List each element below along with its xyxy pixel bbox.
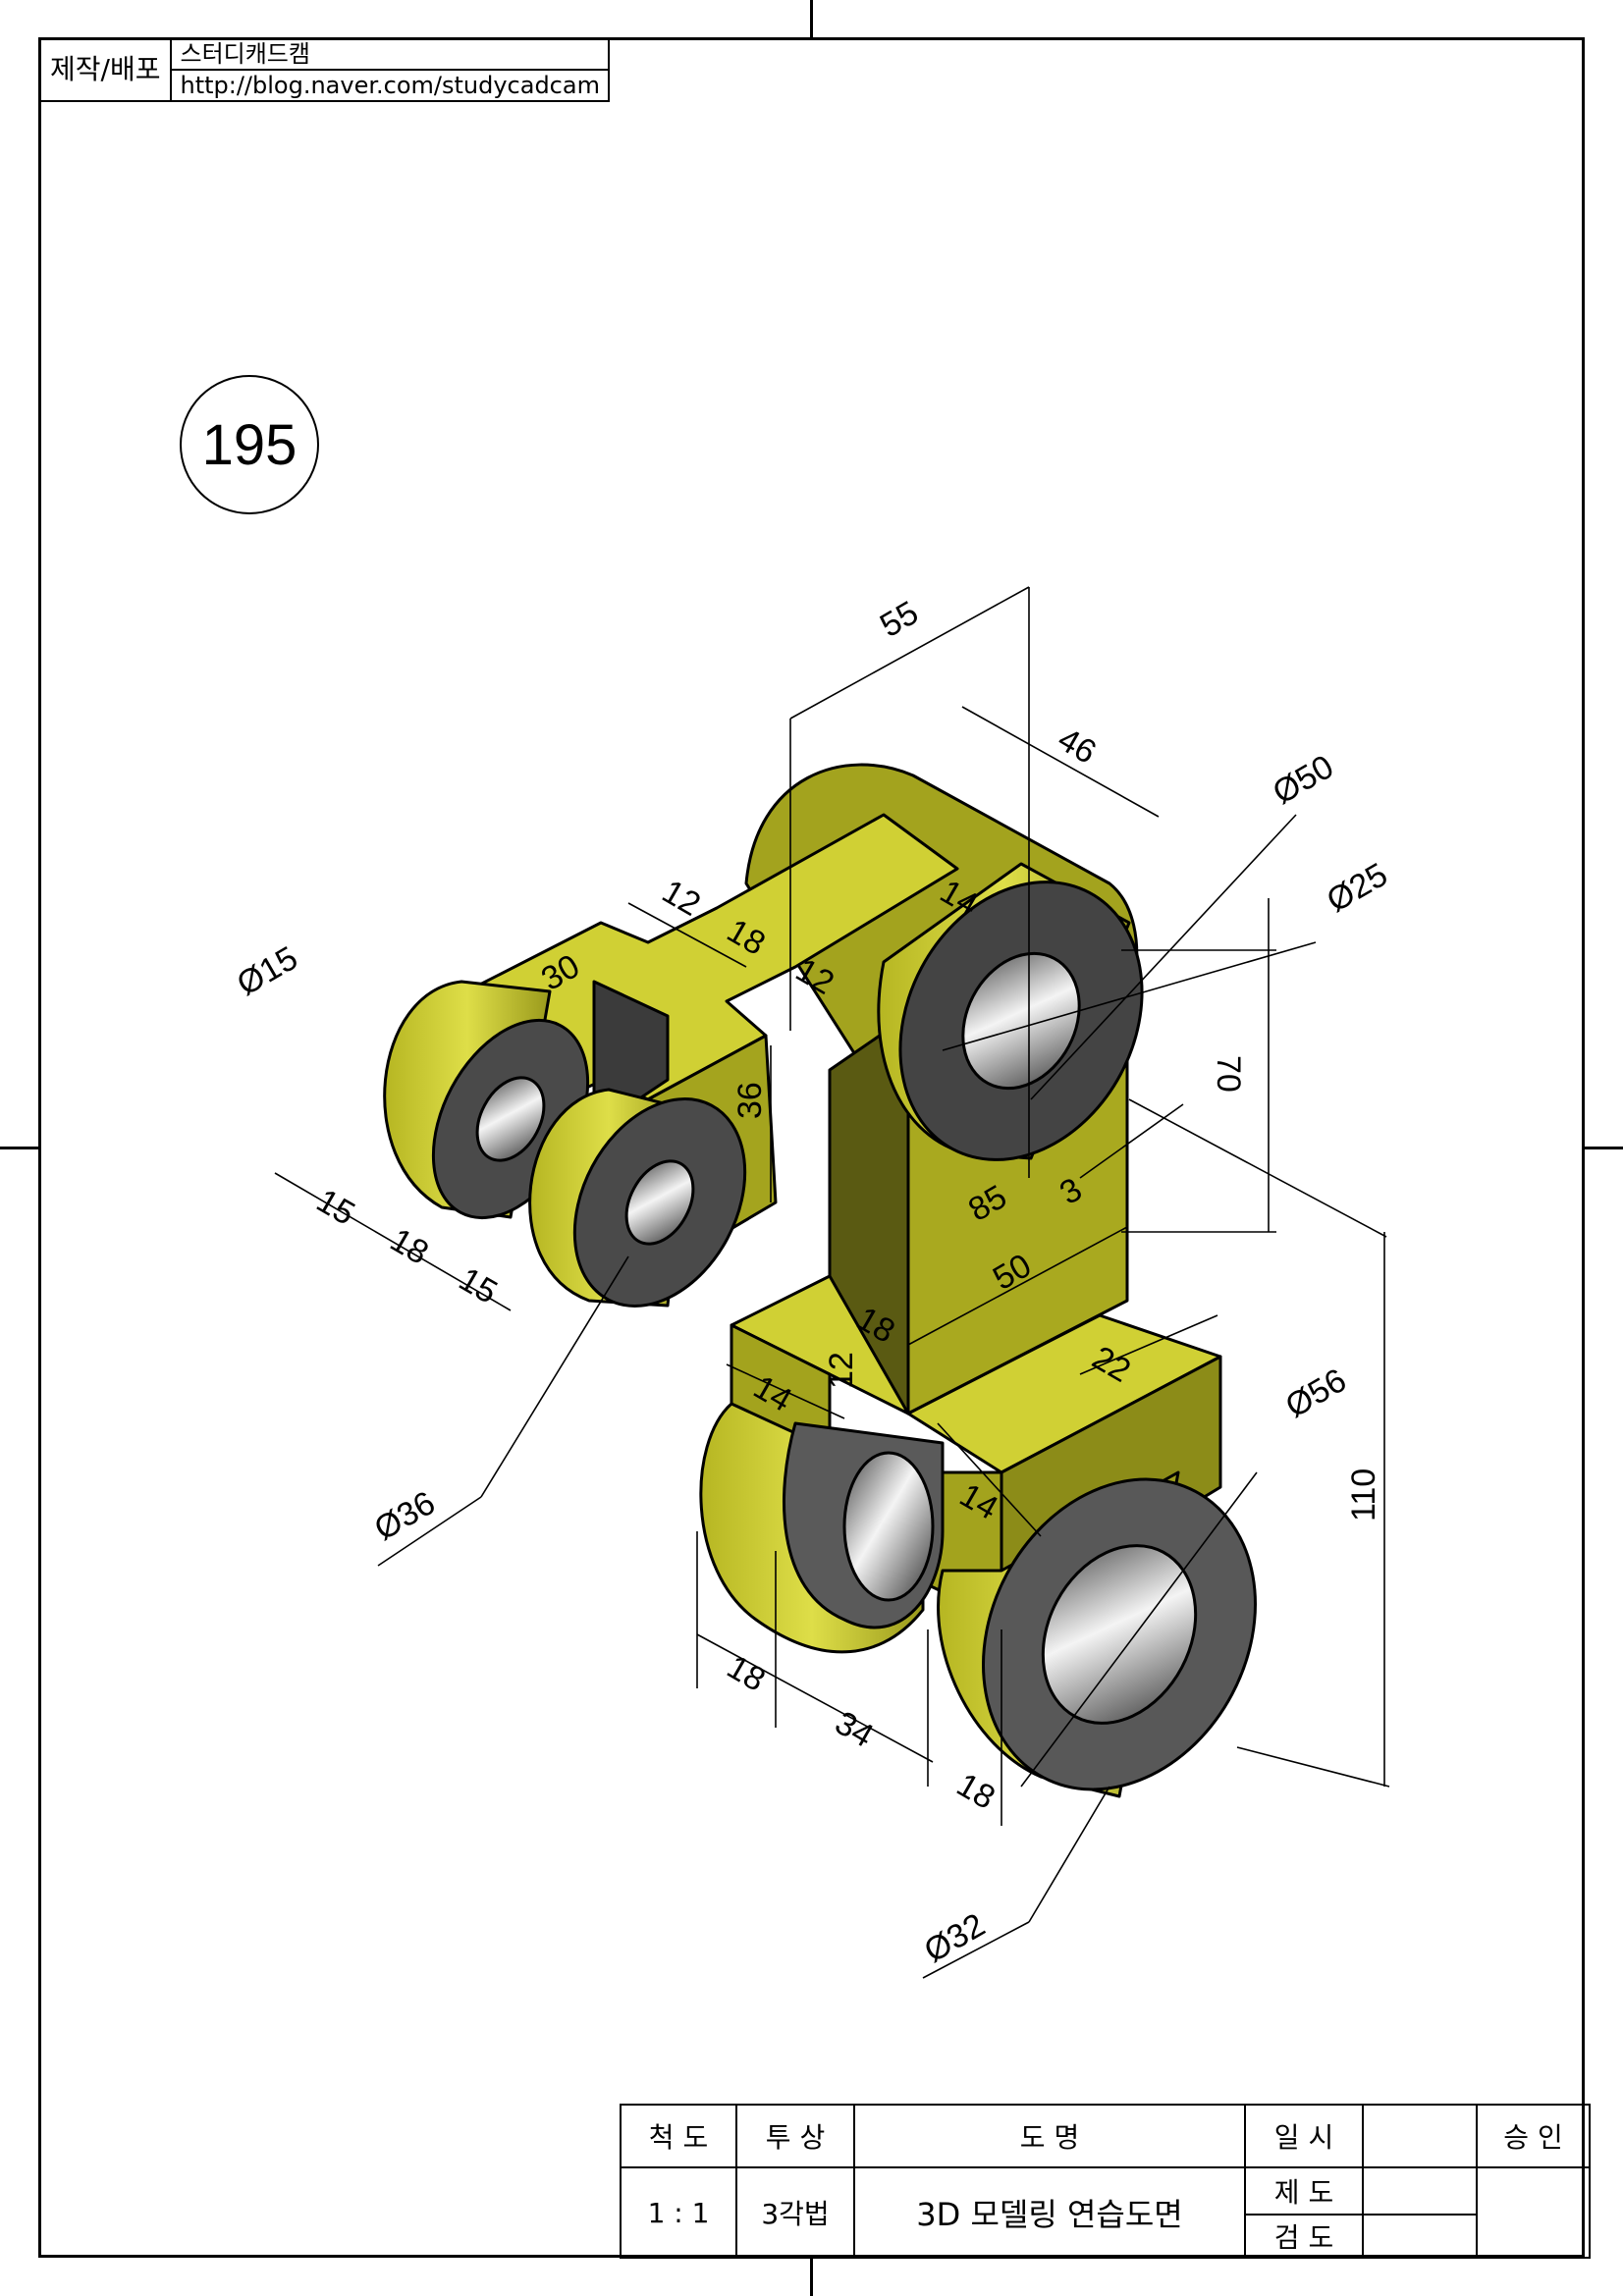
author-label: 제작/배포 xyxy=(37,37,173,102)
dim-12-c: 12 xyxy=(823,1352,860,1389)
dim-70: 70 xyxy=(1210,1055,1247,1093)
title-block: 척 도 투 상 도 명 일 시 승 인 1 : 1 3각법 3D 모델링 연습도… xyxy=(620,2104,1591,2259)
center-mark-top xyxy=(810,0,813,39)
author-box: 제작/배포 스터디캐드캠 http://blog.naver.com/study… xyxy=(37,37,610,102)
dim-18-e: 18 xyxy=(950,1766,1001,1817)
dim-18-c: 18 xyxy=(384,1221,435,1272)
author-url: http://blog.naver.com/studycadcam xyxy=(170,69,610,102)
dimension-lines xyxy=(274,586,1390,1979)
date-value xyxy=(1362,2104,1478,2168)
dim-18-d: 18 xyxy=(721,1648,772,1699)
dim-46: 46 xyxy=(1052,721,1103,772)
left-ear-back-bore xyxy=(475,1076,546,1162)
dim-36: 36 xyxy=(731,1082,769,1119)
scale-value: 1 : 1 xyxy=(620,2166,737,2259)
lower-left-bore xyxy=(842,1451,935,1602)
scale-label: 척 도 xyxy=(620,2104,737,2168)
dim-phi36: Ø36 xyxy=(368,1484,442,1548)
center-mark-right xyxy=(1583,1147,1623,1149)
projection-value: 3각법 xyxy=(735,2166,855,2259)
drawing-number: 195 xyxy=(180,375,319,514)
dim-34: 34 xyxy=(829,1704,880,1755)
drafter-value xyxy=(1362,2166,1478,2216)
lower-block-top xyxy=(730,1274,1222,1474)
dim-55: 55 xyxy=(874,594,925,645)
upper-boss-bore xyxy=(961,951,1081,1091)
part-body xyxy=(383,763,1257,1798)
dim-phi25: Ø25 xyxy=(1321,856,1394,920)
checker-label: 검 도 xyxy=(1244,2214,1364,2259)
approve-value xyxy=(1476,2166,1591,2259)
center-mark-left xyxy=(0,1147,40,1149)
left-ear-front-bore xyxy=(624,1159,695,1246)
dim-15-a: 15 xyxy=(310,1182,361,1233)
dim-15-b: 15 xyxy=(453,1260,504,1311)
title-value: 3D 모델링 연습도면 xyxy=(853,2166,1246,2259)
projection-label: 투 상 xyxy=(735,2104,855,2168)
center-mark-bottom xyxy=(810,2256,813,2296)
dim-phi56: Ø56 xyxy=(1279,1362,1353,1425)
dim-phi15: Ø15 xyxy=(231,939,304,1003)
date-label: 일 시 xyxy=(1244,2104,1364,2168)
dim-phi50: Ø50 xyxy=(1267,748,1340,812)
drafter-label: 제 도 xyxy=(1244,2166,1364,2216)
dim-110: 110 xyxy=(1345,1468,1382,1522)
approve-label: 승 인 xyxy=(1476,2104,1591,2168)
lower-boss-bore xyxy=(1041,1544,1198,1725)
title-label: 도 명 xyxy=(853,2104,1246,2168)
checker-value xyxy=(1362,2214,1478,2259)
author-name: 스터디캐드캠 xyxy=(170,37,610,71)
